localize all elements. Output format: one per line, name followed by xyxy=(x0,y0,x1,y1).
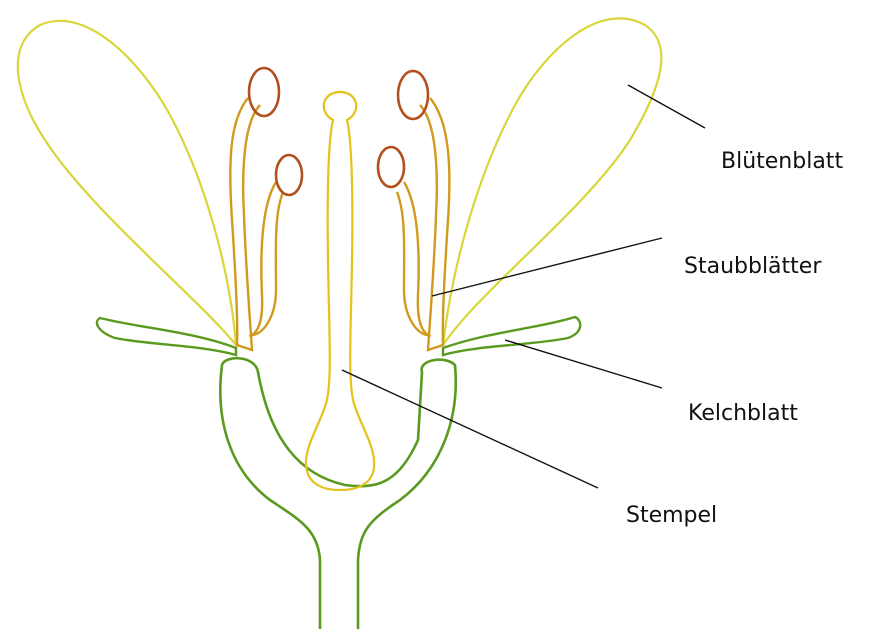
stamen-right-outer xyxy=(420,98,449,350)
anther-right-inner xyxy=(378,147,404,187)
anther-right-outer xyxy=(398,71,428,119)
receptacle xyxy=(220,358,455,629)
stamen-right-inner xyxy=(397,182,428,335)
stamen-left-inner xyxy=(252,182,283,335)
pistil xyxy=(306,92,374,490)
petal-right xyxy=(443,18,661,345)
stamen-left-outer xyxy=(230,98,260,350)
label-petal: Blütenblatt xyxy=(721,149,843,174)
anther-left-inner xyxy=(276,155,302,195)
sepal-right xyxy=(443,317,580,355)
label-sepal: Kelchblatt xyxy=(688,401,798,426)
label-stamens: Staubblätter xyxy=(684,254,822,279)
label-pistil: Stempel xyxy=(626,503,717,528)
leader-sepal xyxy=(505,340,662,388)
leader-stamens xyxy=(432,238,662,296)
petal-left xyxy=(18,21,236,345)
anther-left-outer xyxy=(249,68,279,116)
leader-pistil xyxy=(342,370,598,488)
